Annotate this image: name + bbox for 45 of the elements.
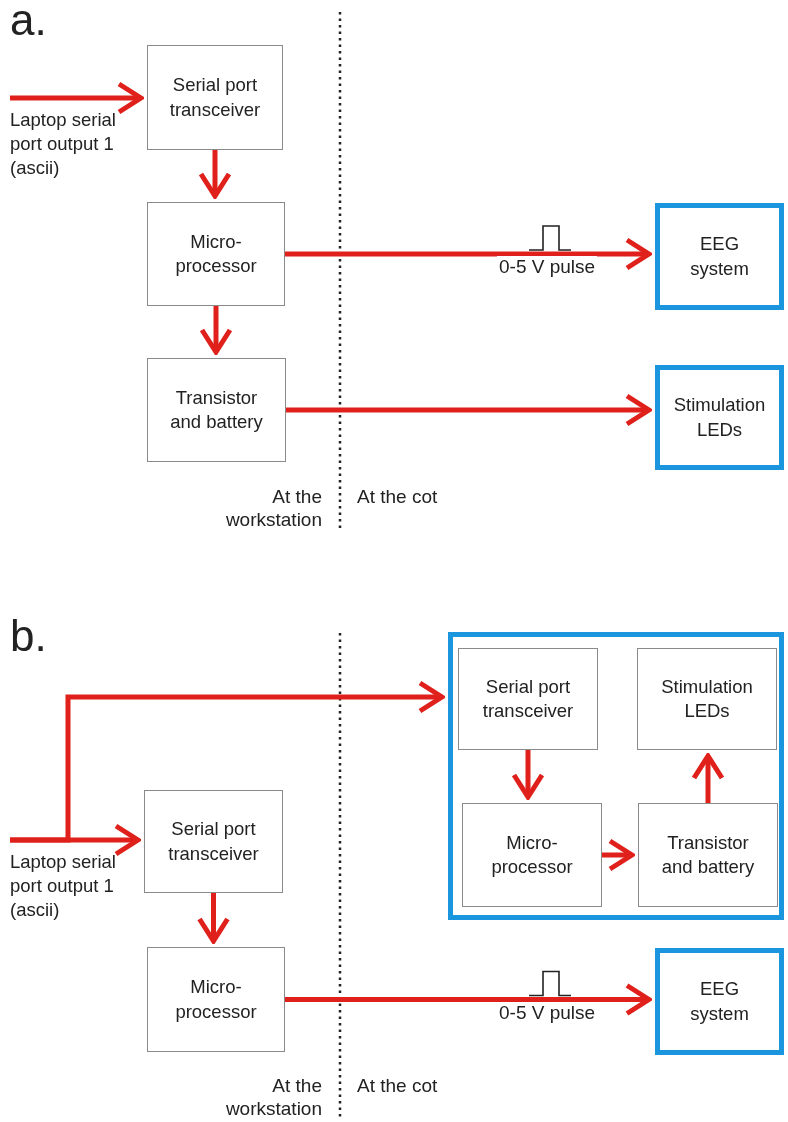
zone-label: At the cot [357, 486, 438, 509]
box-label: Micro-processor [174, 229, 258, 278]
edge-label: 0-5 V pulse [497, 256, 598, 278]
process-box [147, 947, 285, 1052]
enclosure-box [448, 632, 784, 920]
box-label: Stimulation LEDs [660, 674, 754, 723]
arrow [10, 823, 141, 857]
process-box [144, 790, 283, 893]
arrow [602, 838, 635, 872]
arrow [285, 983, 652, 1016]
box-label: Stimulation LEDs [672, 393, 767, 442]
arrow [511, 750, 545, 800]
arrow [286, 393, 652, 427]
zone-label: At the cot [357, 1075, 438, 1098]
zone-label: At the workstation [224, 1075, 322, 1121]
arrow [691, 753, 725, 803]
process-box [638, 803, 778, 907]
panel-letter: a. [10, 0, 47, 46]
box-label: Micro-processor [490, 830, 574, 879]
box-label: EEG system [689, 232, 750, 281]
system-box [655, 948, 784, 1055]
box-label: Serial port transceiver [167, 817, 260, 866]
process-box [147, 202, 285, 306]
panel-letter: b. [10, 610, 47, 662]
arrow [199, 306, 233, 355]
box-label: Serial port transceiver [168, 73, 262, 122]
process-box [637, 648, 777, 750]
arrow [198, 150, 232, 199]
zone-label: At the workstation [224, 486, 322, 532]
box-label: Serial port transceiver [481, 674, 575, 723]
box-label: Transistor and battery [169, 385, 264, 434]
process-box [458, 648, 598, 750]
box-label: Transistor and battery [660, 830, 756, 879]
process-box [147, 358, 286, 462]
input-label: Laptop serial port output 1 (ascii) [10, 850, 122, 946]
box-label: EEG system [689, 977, 750, 1026]
arrow [285, 237, 652, 271]
process-box [147, 45, 283, 150]
system-box [655, 365, 784, 470]
arrow [197, 893, 230, 944]
input-label: Laptop serial port output 1 (ascii) [10, 108, 122, 204]
system-box [655, 203, 784, 310]
arrow [10, 81, 144, 115]
process-box [462, 803, 602, 907]
box-label: Micro-processor [174, 975, 258, 1024]
